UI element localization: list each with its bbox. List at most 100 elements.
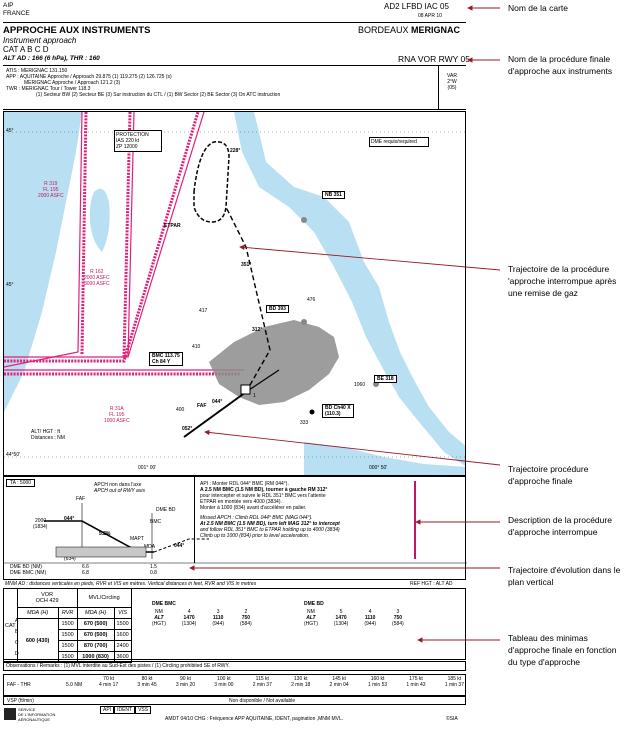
heading-351: 351° (241, 262, 252, 268)
cat-c: C (15, 640, 19, 646)
dme-bmc-alt-3: 750 (241, 615, 251, 621)
dme-bd-nm-3: 3 (396, 609, 400, 615)
dme-bmc-row-label: DME BMC (NM) (10, 570, 47, 576)
heading-312: 312° (252, 327, 263, 333)
dme-bd-alt-1: 1470 (335, 615, 347, 621)
country-label: FRANCE (3, 10, 30, 17)
annotation-chart-name: Nom de la carte (508, 3, 568, 13)
speed-9: 175 kt (409, 676, 423, 682)
bmc-vor-symbol (240, 384, 251, 395)
missed-fr-1: API : Monter RDL 044° BMC (RM 044°). (200, 481, 289, 487)
speed-6: 130 kt (293, 676, 308, 682)
r162-hatch (122, 112, 132, 358)
speed-3: 90 kt (180, 676, 191, 682)
time-8: 1 min 53 (367, 682, 388, 688)
dme-bd-nm-1: 5 (339, 609, 343, 615)
river-water (234, 112, 465, 466)
leader-final-track (204, 429, 501, 466)
r31a-label: R 31A FL 195 1000 ASFC (104, 406, 130, 424)
vsp-row: VSP (ft/min) Non disponible / Not availa… (3, 696, 466, 705)
profile-descent-path (44, 520, 154, 553)
leader-missed-track (239, 244, 501, 271)
dme-bmc-nm-1: 4 (187, 609, 191, 615)
apch-axis-en: APCH out of RWY axis (94, 488, 145, 494)
r31a-name: R 31A (109, 406, 124, 412)
check-vss: VSS (135, 706, 152, 714)
annotation-missed-track: Trajectoire de la procédure 'approche in… (508, 264, 617, 298)
speed-1: 70 kt (103, 676, 115, 682)
cat-b: B (15, 629, 19, 635)
nb351-label: NB 351 (322, 191, 345, 199)
lon-label-2: 000° 50' (369, 465, 388, 471)
dme-bmc-value: 6.8 (82, 570, 89, 576)
etpar-fix-label: ETPAR (164, 223, 181, 229)
protection-ias: IAS 220 kt (116, 138, 140, 144)
sia-line-3: AÉRONAUTIQUE (18, 717, 51, 722)
missed-fr-4: ETPAR en montée vers 4000 (3834). (200, 499, 282, 505)
copyright: ©SIA (446, 716, 458, 722)
profile-alt-1834: (1834) (33, 524, 48, 530)
minima-ref: REF HGT : ALT AD (410, 581, 453, 587)
units-alt: ALT/ HGT : ft (31, 429, 60, 435)
units-dist: Distances : NM (31, 435, 65, 441)
och-label: OCH 429 (35, 598, 59, 604)
profile-alt-634: (634) (64, 556, 76, 562)
dme-required-box: DME requis/required (369, 137, 429, 147)
var-value: 2°W (447, 79, 457, 85)
missed-en-3: and follow RDL 351° BMC to ETPAR holding… (200, 527, 340, 533)
city-area (209, 320, 339, 405)
chart-title-en: Instrument approach (3, 36, 77, 45)
aip-label: AIP (3, 2, 14, 9)
frequency-block: ATIS : MERIGNAC 131.150 APP : AQUITAINE … (6, 68, 426, 98)
dme-bd-nm: NM (307, 609, 315, 615)
chart-date: 08 APR 10 (418, 13, 442, 19)
dme-bmc-value-2: 0.8 (150, 570, 157, 576)
dme-bmc-hgt-1: (1304) (181, 621, 197, 627)
category-list: A B C D (15, 616, 19, 660)
bd-frequency: (110.3) (325, 411, 341, 417)
app-frequency-2: MERIGNAC Approche / Approach 121.2 (3) (24, 80, 121, 86)
speed-7: 145 kt (332, 676, 346, 682)
dme-bmc-hgt-3: (584) (240, 621, 252, 627)
holding-pattern (193, 141, 230, 223)
profile-alt-2000: 2000 (35, 518, 47, 524)
elevation-1060: 1060 (354, 382, 366, 388)
r319-hatch (80, 112, 88, 355)
ocean-water (4, 112, 82, 412)
dme-bmc-hgt-2: (944) (212, 621, 225, 627)
annotation-vertical-profile: Trajectoire d'évolution dans le plan ver… (508, 565, 621, 587)
heading-044: 044° (212, 399, 223, 405)
r162-asfc-1: 2000 ASFC (84, 275, 110, 281)
minima-title: MNM AD : distances verticales en pieds, … (5, 581, 257, 587)
r319-fl: FL 195 (43, 187, 59, 193)
time-7: 2 min 04 (329, 682, 349, 688)
dme-bd-nm-2: 4 (368, 609, 372, 615)
r31a-boundary (4, 112, 205, 358)
atis-frequency: ATIS : MERIGNAC 131.150 (6, 68, 68, 74)
r319-label: R 319 FL 195 2000 ASFC (38, 181, 64, 199)
heading-052: 052° (182, 426, 193, 432)
r319-asfc: 2000 ASFC (38, 193, 64, 199)
holding-protection-box: PROTECTION IAS 220 kt ZP 12000 (114, 130, 162, 152)
final-approach-extension (245, 369, 280, 393)
r31a-hatch (4, 112, 200, 363)
profile-dme-bd: DME BD (156, 507, 176, 513)
missed-fr-2: A 2.5 NM BMC (1.5 NM BD), tourner à gauc… (200, 487, 328, 493)
dme-bd-hgt: (HGT) (304, 621, 318, 627)
profile-faf: FAF (76, 496, 86, 502)
r319-boundary (4, 112, 83, 368)
bd-dme-symbol (309, 409, 315, 415)
dme-bd-hgt-3: (584) (392, 621, 404, 627)
r31a-fl: FL 195 (109, 412, 125, 418)
chart-id: AD2 LFBD IAC 05 (384, 2, 449, 11)
speed-8: 160 kt (370, 676, 385, 682)
missed-approach-text: API : Monter RDL 044° BMC (RM 044°). A 2… (200, 481, 410, 539)
timing-distance: 5.0 NM (66, 682, 83, 688)
missed-approach-track (225, 206, 271, 393)
plan-view-map: 45° 45° 44°50' 001° 00' 000° 50' PROTECT… (3, 111, 466, 476)
profile-missed-path (153, 538, 209, 553)
profile-hdg-1: 044° (64, 516, 75, 522)
